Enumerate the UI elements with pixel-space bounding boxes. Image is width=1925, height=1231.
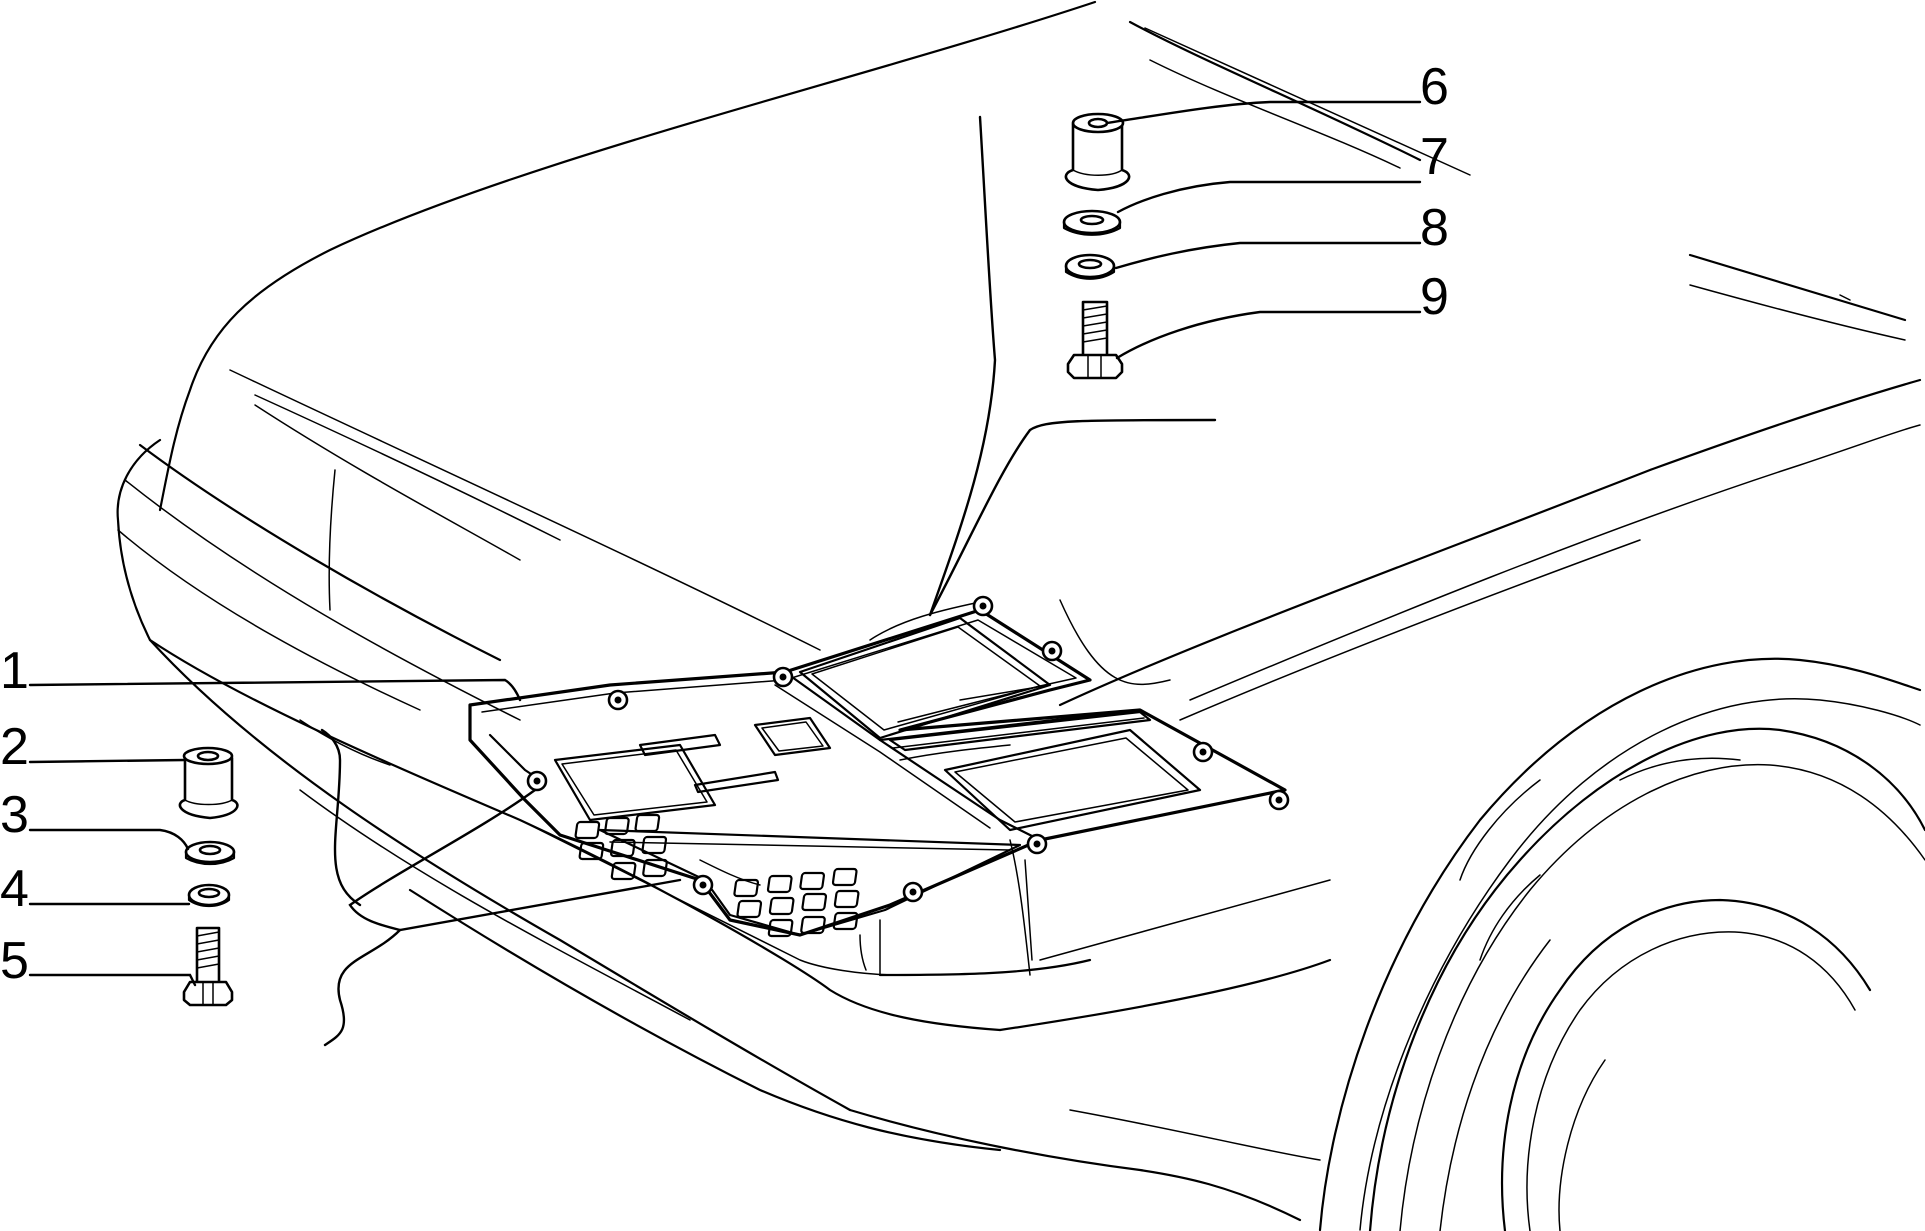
panel-grid-squares <box>574 813 860 938</box>
fastener-stack-upper <box>1062 112 1131 380</box>
callout-9: 9 <box>1420 268 1449 326</box>
washer-part-3 <box>184 840 236 866</box>
bolt-part-5 <box>182 926 234 1007</box>
fastener-stack-left <box>178 746 239 1007</box>
underbody-shield-panel <box>468 595 1290 938</box>
washer-part-7 <box>1062 209 1122 236</box>
rubber-bush-part-6 <box>1064 112 1131 192</box>
spring-washer-part-4 <box>187 883 231 908</box>
callout-1: 1 <box>0 642 29 700</box>
spring-washer-part-8 <box>1064 253 1116 280</box>
car-body-outline <box>116 0 1925 1231</box>
wheel <box>1368 727 1925 1231</box>
bolt-part-9 <box>1066 300 1124 380</box>
panel-fixing-points <box>526 595 1290 903</box>
callout-4: 4 <box>0 860 29 918</box>
callout-2: 2 <box>0 718 29 776</box>
assembly-leaders <box>320 115 1217 1047</box>
callout-leaders <box>28 100 1422 987</box>
callout-5: 5 <box>0 932 29 990</box>
callout-numbers: 1 2 3 4 5 6 7 8 9 <box>0 58 1449 990</box>
callout-3: 3 <box>0 786 29 844</box>
callout-7: 7 <box>1420 128 1449 186</box>
callout-8: 8 <box>1420 199 1449 257</box>
rubber-bush-part-2 <box>178 746 239 820</box>
callout-6: 6 <box>1420 58 1449 116</box>
